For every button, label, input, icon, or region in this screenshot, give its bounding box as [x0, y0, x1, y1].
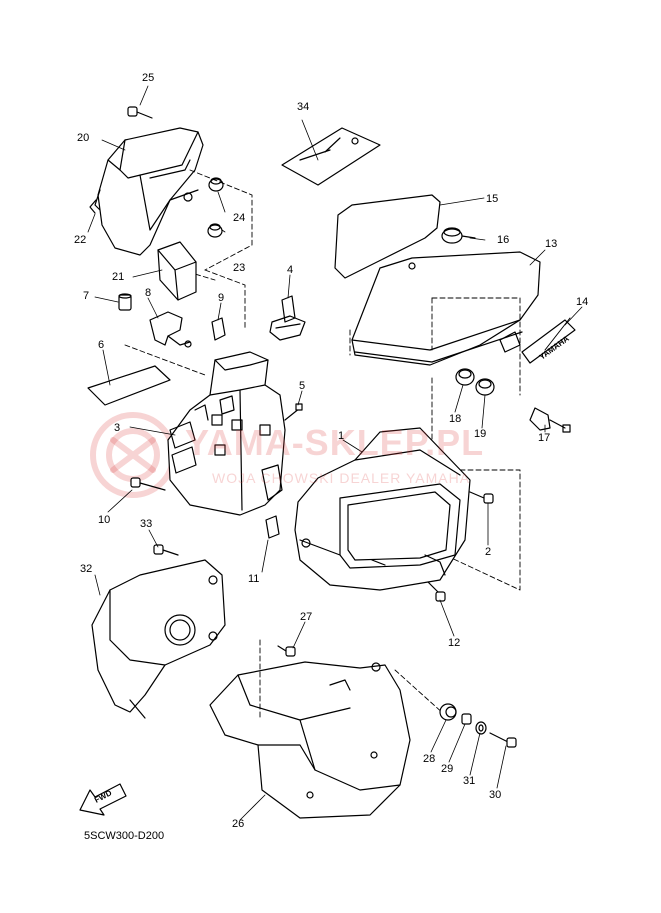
- part-29-collar: [461, 713, 472, 725]
- part-14-emblem: [521, 317, 576, 364]
- callout-3: 3: [114, 422, 121, 434]
- part-8-bracket: [149, 311, 192, 348]
- part-26-lower-right-cover: [209, 661, 411, 819]
- callout-14: 14: [576, 296, 589, 308]
- callout-7: 7: [83, 290, 90, 302]
- part-6-pad: [87, 365, 171, 406]
- part-3-battery-box: [167, 351, 286, 516]
- part-23-grommet: [207, 223, 223, 238]
- part-7-collar: [118, 293, 132, 311]
- callout-22: 22: [74, 234, 87, 246]
- callout-31: 31: [463, 775, 476, 787]
- callout-9: 9: [218, 292, 225, 304]
- part-2-bolt: [469, 491, 494, 504]
- callout-13: 13: [545, 238, 558, 250]
- guide-lines-lower: [259, 639, 446, 721]
- callout-15: 15: [486, 193, 499, 205]
- guide-lines-right: [349, 297, 521, 591]
- part-17-knob: [529, 407, 571, 433]
- callout-11: 11: [248, 573, 260, 585]
- part-22-clip: [89, 199, 97, 214]
- part-20-left-cover: [94, 127, 204, 256]
- callout-1: 1: [338, 430, 345, 442]
- callout-5: 5: [299, 380, 306, 392]
- callout-24: 24: [233, 212, 246, 224]
- callout-25: 25: [142, 72, 155, 84]
- callout-16: 16: [497, 234, 510, 246]
- callout-34: 34: [297, 101, 310, 113]
- part-34-pad: [281, 127, 381, 186]
- callout-6: 6: [98, 339, 105, 351]
- reference-code: 5SCW300-D200: [84, 830, 165, 842]
- part-32-lower-left-cover: [91, 559, 226, 719]
- part-13-right-cover: [351, 251, 541, 366]
- part-11-nut: [265, 515, 280, 539]
- part-27-bolt: [277, 645, 296, 657]
- part-16-grommet: [441, 227, 476, 244]
- leader-lines: [87, 85, 583, 821]
- callout-21: 21: [112, 271, 125, 283]
- callout-19: 19: [474, 428, 487, 440]
- part-1-airbox-cover: [294, 427, 471, 591]
- callout-2: 2: [485, 546, 492, 558]
- part-4-bracket: [269, 295, 306, 341]
- part-31-washer: [475, 721, 487, 735]
- callout-4: 4: [287, 264, 294, 276]
- callout-28: 28: [423, 753, 436, 765]
- callout-29: 29: [441, 763, 454, 775]
- callout-8: 8: [145, 287, 152, 299]
- part-12-bolt: [427, 581, 446, 602]
- part-15-pad: [334, 194, 441, 279]
- part-28-grommet: [439, 703, 457, 721]
- part-10-bolt: [130, 477, 166, 491]
- watermark-text: YAMA-SKLEP.PL: [185, 422, 485, 463]
- callout-26: 26: [232, 818, 245, 830]
- part-19-grommet: [475, 378, 495, 396]
- callout-17: 17: [538, 432, 551, 444]
- callout-10: 10: [98, 514, 111, 526]
- part-33-bolt: [153, 544, 179, 556]
- fwd-arrow-icon: [79, 783, 127, 816]
- callout-32: 32: [80, 563, 93, 575]
- callout-30: 30: [489, 789, 502, 801]
- callout-27: 27: [300, 611, 313, 623]
- part-24-grommet: [208, 177, 224, 192]
- callout-18: 18: [449, 413, 462, 425]
- part-5-screw: [284, 403, 303, 421]
- part-21-damper: [157, 241, 197, 301]
- part-9-clip: [211, 317, 226, 341]
- watermark-subtext: WOJA CHOWSKI DEALER YAMAHA: [212, 470, 471, 486]
- part-18-grommet: [455, 368, 475, 386]
- callout-12: 12: [448, 637, 461, 649]
- part-25-bolt: [127, 106, 153, 119]
- part-30-bolt: [489, 732, 517, 748]
- callout-20: 20: [77, 132, 90, 144]
- callout-23: 23: [233, 262, 246, 274]
- callout-33: 33: [140, 518, 153, 530]
